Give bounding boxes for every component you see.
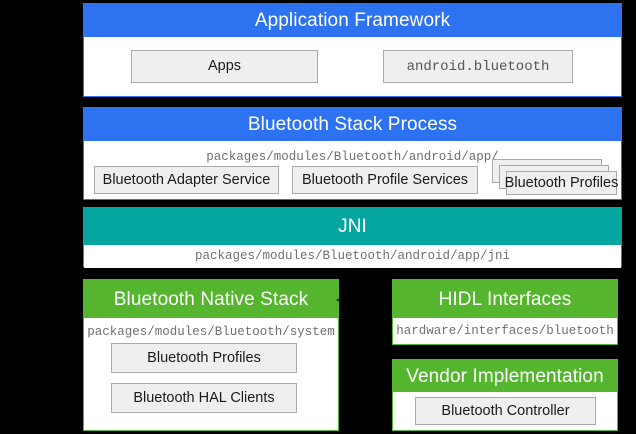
stack-layer-front[interactable]: Bluetooth Profiles [505, 171, 618, 195]
application-framework-header: Application Framework [84, 4, 621, 37]
box-bluetooth-hal-clients[interactable]: Bluetooth HAL Clients [111, 383, 297, 413]
vendor-implementation-header: Vendor Implementation [393, 360, 617, 392]
bluetooth-stack-process-path: packages/modules/Bluetooth/android/app/ [206, 150, 499, 164]
vendor-implementation-body: Bluetooth Controller [393, 392, 617, 430]
jni-header: JNI [84, 208, 621, 245]
panel-application-framework: Application Framework Apps android.bluet… [83, 3, 622, 97]
stack-bluetooth-profiles[interactable]: Bluetooth Profiles [492, 159, 618, 195]
hidl-interfaces-path: hardware/interfaces/bluetooth [396, 324, 614, 338]
bluetooth-native-stack-path: packages/modules/Bluetooth/system [87, 325, 335, 339]
bluetooth-stack-process-body: packages/modules/Bluetooth/android/app/ … [84, 141, 621, 199]
panel-hidl-interfaces: HIDL Interfaces hardware/interfaces/blue… [392, 279, 618, 345]
panel-bluetooth-native-stack: Bluetooth Native Stack packages/modules/… [83, 279, 339, 431]
box-bluetooth-profiles[interactable]: Bluetooth Profiles [111, 343, 297, 373]
box-bluetooth-controller[interactable]: Bluetooth Controller [415, 397, 596, 425]
jni-path: packages/modules/Bluetooth/android/app/j… [194, 249, 511, 263]
hidl-interfaces-header: HIDL Interfaces [393, 280, 617, 318]
application-framework-body: Apps android.bluetooth [84, 37, 621, 96]
bidirectional-arrow-icon [336, 296, 396, 304]
panel-vendor-implementation: Vendor Implementation Bluetooth Controll… [392, 359, 618, 431]
jni-body: packages/modules/Bluetooth/android/app/j… [84, 245, 621, 268]
box-bluetooth-profile-services[interactable]: Bluetooth Profile Services [292, 166, 478, 194]
bluetooth-stack-process-header: Bluetooth Stack Process [84, 108, 621, 141]
hidl-interfaces-body: hardware/interfaces/bluetooth [393, 318, 617, 344]
box-bluetooth-adapter-service[interactable]: Bluetooth Adapter Service [94, 166, 279, 194]
bluetooth-native-stack-body: packages/modules/Bluetooth/system Blueto… [84, 318, 338, 430]
box-android-bluetooth[interactable]: android.bluetooth [383, 50, 573, 83]
bluetooth-native-stack-header: Bluetooth Native Stack [84, 280, 338, 318]
box-apps[interactable]: Apps [131, 50, 318, 83]
panel-bluetooth-stack-process: Bluetooth Stack Process packages/modules… [83, 107, 622, 200]
panel-jni: JNI packages/modules/Bluetooth/android/a… [83, 207, 622, 268]
